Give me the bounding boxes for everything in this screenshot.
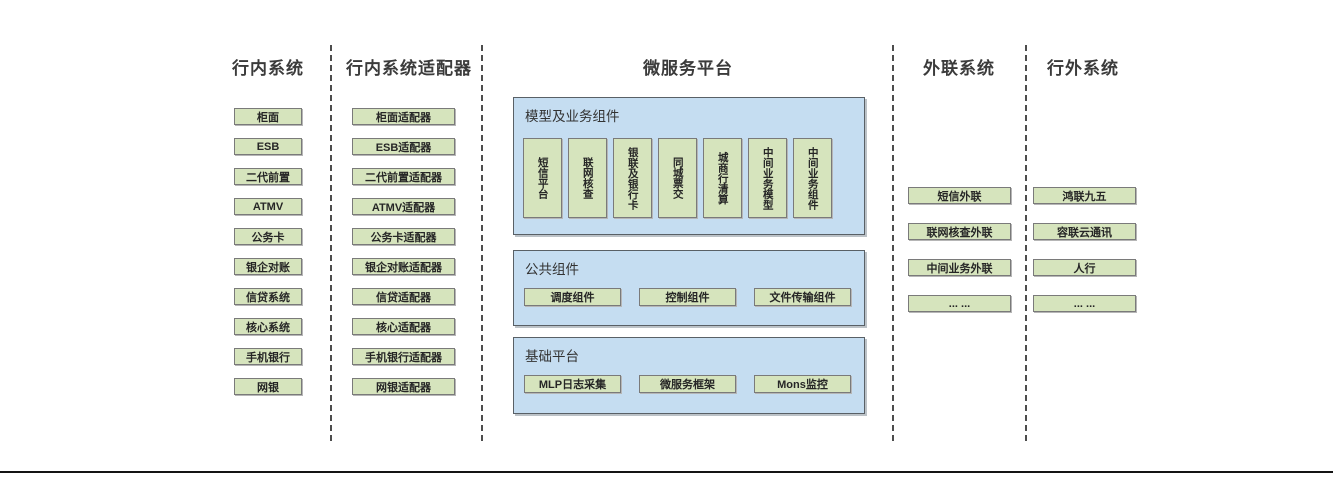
header-outreach-systems: 外联系统 [923, 59, 995, 78]
external-system-box: 鸿联九五 [1033, 187, 1136, 204]
model-component-box: 联网核查 [568, 138, 607, 218]
dashed-divider-2 [481, 45, 483, 442]
internal-system-box: 公务卡 [234, 228, 302, 245]
common-components-list: 调度组件控制组件文件传输组件 [524, 288, 851, 306]
outreach-system-box: ... ... [908, 295, 1011, 312]
internal-system-box: 银企对账 [234, 258, 302, 275]
model-business-components-list: 短信平台联网核查银联及银行卡同城票交城商行清算中间业务模型中间业务组件 [523, 138, 832, 218]
model-component-box: 短信平台 [523, 138, 562, 218]
adapter-box: ATMV适配器 [352, 198, 455, 215]
outreach-system-box: 中间业务外联 [908, 259, 1011, 276]
panel-model-business-components: 模型及业务组件 短信平台联网核查银联及银行卡同城票交城商行清算中间业务模型中间业… [513, 97, 865, 235]
panel-title: 公共组件 [525, 262, 579, 277]
dashed-divider-3 [892, 45, 894, 442]
adapter-box: ESB适配器 [352, 138, 455, 155]
outreach-system-box: 短信外联 [908, 187, 1011, 204]
adapter-box: 二代前置适配器 [352, 168, 455, 185]
internal-system-box: 二代前置 [234, 168, 302, 185]
panel-title: 基础平台 [525, 349, 579, 364]
base-platform-box: Mons监控 [754, 375, 851, 393]
internal-system-box: 手机银行 [234, 348, 302, 365]
internal-system-box: 核心系统 [234, 318, 302, 335]
adapter-box: 柜面适配器 [352, 108, 455, 125]
panel-base-platform: 基础平台 MLP日志采集微服务框架 Mons监控 [513, 337, 865, 414]
internal-system-box: 柜面 [234, 108, 302, 125]
common-component-box: 控制组件 [639, 288, 736, 306]
base-platform-box: MLP日志采集 [524, 375, 621, 393]
adapter-box: 公务卡适配器 [352, 228, 455, 245]
dashed-divider-1 [330, 45, 332, 442]
adapter-box: 核心适配器 [352, 318, 455, 335]
internal-system-adapters-list: 柜面适配器 ESB适配器二代前置适配器 ATMV适配器公务卡适配器银企对账适配器信贷… [352, 108, 455, 395]
internal-system-box: 网银 [234, 378, 302, 395]
header-internal-system-adapters: 行内系统适配器 [346, 59, 472, 78]
adapter-box: 信贷适配器 [352, 288, 455, 305]
dashed-divider-4 [1025, 45, 1027, 442]
header-external-systems: 行外系统 [1047, 59, 1119, 78]
adapter-box: 网银适配器 [352, 378, 455, 395]
external-systems-list: 鸿联九五容联云通讯人行 ... ... [1033, 187, 1136, 312]
base-platform-list: MLP日志采集微服务框架 Mons监控 [524, 375, 851, 393]
outreach-system-box: 联网核查外联 [908, 223, 1011, 240]
common-component-box: 调度组件 [524, 288, 621, 306]
external-system-box: 人行 [1033, 259, 1136, 276]
panel-common-components: 公共组件 调度组件控制组件文件传输组件 [513, 250, 865, 326]
base-platform-box: 微服务框架 [639, 375, 736, 393]
common-component-box: 文件传输组件 [754, 288, 851, 306]
bottom-divider-line [0, 471, 1333, 473]
header-internal-systems: 行内系统 [232, 59, 304, 78]
internal-system-box: ATMV [234, 198, 302, 215]
adapter-box: 银企对账适配器 [352, 258, 455, 275]
model-component-box: 中间业务组件 [793, 138, 832, 218]
model-component-box: 银联及银行卡 [613, 138, 652, 218]
header-microservice-platform: 微服务平台 [643, 59, 733, 78]
internal-system-box: ESB [234, 138, 302, 155]
adapter-box: 手机银行适配器 [352, 348, 455, 365]
panel-title: 模型及业务组件 [525, 109, 620, 124]
internal-systems-list: 柜面 ESB 二代前置 ATMV 公务卡银企对账信贷系统核心系统手机银行网银 [234, 108, 302, 395]
external-system-box: 容联云通讯 [1033, 223, 1136, 240]
internal-system-box: 信贷系统 [234, 288, 302, 305]
outreach-systems-list: 短信外联联网核查外联中间业务外联 ... ... [908, 187, 1011, 312]
external-system-box: ... ... [1033, 295, 1136, 312]
model-component-box: 中间业务模型 [748, 138, 787, 218]
model-component-box: 城商行清算 [703, 138, 742, 218]
model-component-box: 同城票交 [658, 138, 697, 218]
